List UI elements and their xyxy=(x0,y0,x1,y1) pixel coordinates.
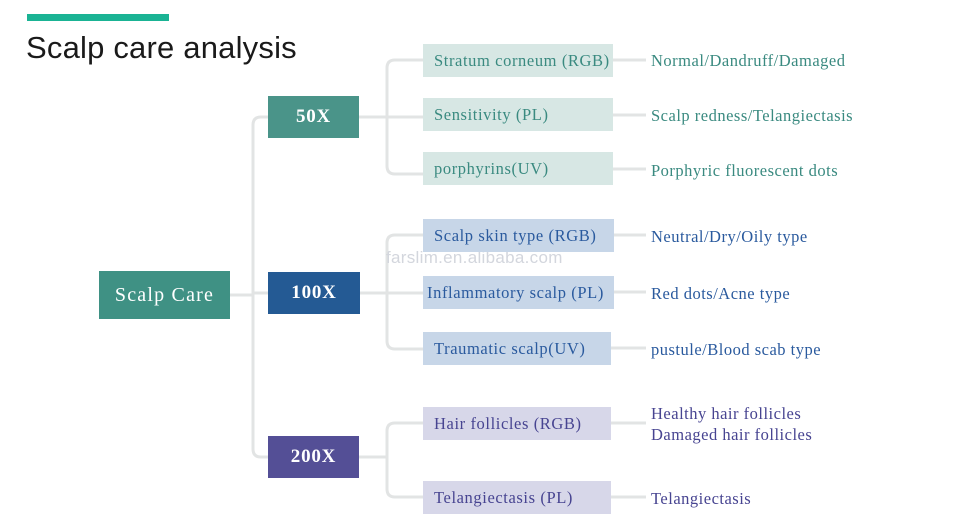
node-leaf-label: Hair follicles (RGB) xyxy=(434,413,582,433)
node-leaf-label: Telangiectasis (PL) xyxy=(434,487,573,507)
node-leaf-hair-follicles[interactable]: Hair follicles (RGB) xyxy=(423,407,611,440)
node-leaf-telangiectasis[interactable]: Telangiectasis (PL) xyxy=(423,481,611,514)
desc-porphyrins: Porphyric fluorescent dots xyxy=(651,161,839,180)
node-level-label: 200X xyxy=(290,446,337,467)
node-leaf-stratum-corneum[interactable]: Stratum corneum (RGB) xyxy=(423,44,613,77)
node-leaf-sensitivity[interactable]: Sensitivity (PL) xyxy=(423,98,613,131)
node-leaf-label: Traumatic scalp(UV) xyxy=(434,338,586,358)
node-root-label: Scalp Care xyxy=(114,283,215,306)
node-leaf-label: Stratum corneum (RGB) xyxy=(434,50,610,70)
desc-sensitivity: Scalp redness/Telangiectasis xyxy=(651,106,854,125)
page-title: Scalp care analysis xyxy=(26,30,297,65)
node-level-label: 100X xyxy=(291,282,337,303)
node-level-100x[interactable]: 100X xyxy=(268,272,360,314)
desc-hair-follicles: Healthy hair follicles Damaged hair foll… xyxy=(651,404,813,444)
desc-stratum-corneum: Normal/Dandruff/Damaged xyxy=(651,51,846,70)
node-leaf-label: Sensitivity (PL) xyxy=(434,104,549,124)
node-root-scalp-care[interactable]: Scalp Care xyxy=(99,271,230,319)
node-leaf-label: porphyrins(UV) xyxy=(434,158,549,178)
node-level-200x[interactable]: 200X xyxy=(268,436,359,478)
title-accent-bar xyxy=(27,14,169,21)
node-leaf-label: Inflammatory scalp (PL) xyxy=(427,282,604,302)
node-leaf-label: Scalp skin type (RGB) xyxy=(434,225,597,245)
node-leaf-scalp-skin-type[interactable]: Scalp skin type (RGB) xyxy=(423,219,614,252)
watermark: farslim.en.alibaba.com xyxy=(386,248,563,267)
desc-scalp-skin-type: Neutral/Dry/Oily type xyxy=(651,227,808,246)
desc-traumatic-scalp: pustule/Blood scab type xyxy=(651,340,822,359)
node-level-label: 50X xyxy=(295,106,332,127)
node-leaf-porphyrins[interactable]: porphyrins(UV) xyxy=(423,152,613,185)
node-leaf-inflammatory-scalp[interactable]: Inflammatory scalp (PL) xyxy=(423,276,614,309)
node-leaf-traumatic-scalp[interactable]: Traumatic scalp(UV) xyxy=(423,332,611,365)
desc-inflammatory-scalp: Red dots/Acne type xyxy=(651,284,791,303)
node-level-50x[interactable]: 50X xyxy=(268,96,359,138)
desc-telangiectasis: Telangiectasis xyxy=(651,489,752,508)
